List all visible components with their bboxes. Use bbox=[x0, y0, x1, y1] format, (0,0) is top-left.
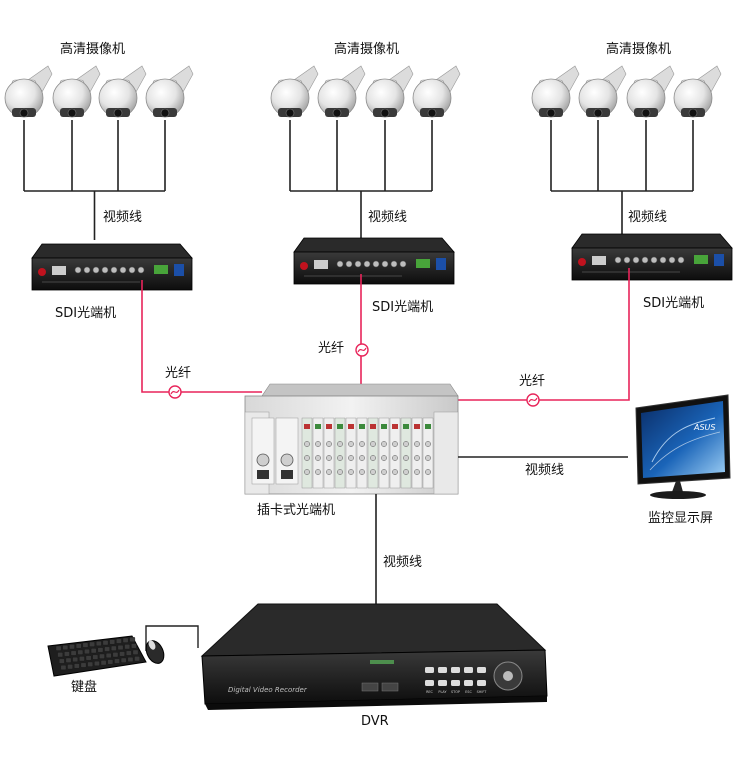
fiber-connector-icon bbox=[526, 393, 540, 407]
sdi-converter-icon bbox=[31, 243, 193, 291]
video-cable-label: 视频线 bbox=[103, 210, 143, 225]
dome-camera-icon bbox=[626, 65, 675, 118]
rack-card bbox=[400, 417, 412, 489]
rack-label: 插卡式光端机 bbox=[257, 503, 336, 518]
rack-card bbox=[312, 417, 324, 489]
dvr-button-label: PLAY bbox=[438, 690, 447, 694]
sdi-converter-icon bbox=[571, 233, 733, 281]
dome-camera-icon bbox=[317, 65, 366, 118]
video-cable-label: 视频线 bbox=[628, 210, 668, 225]
camera-group bbox=[4, 65, 194, 118]
monitor-label: 监控显示屏 bbox=[648, 511, 714, 526]
camera-groups bbox=[4, 65, 722, 118]
rack-card bbox=[367, 417, 379, 489]
rack-card bbox=[345, 417, 357, 489]
keyboard-cable bbox=[145, 625, 199, 651]
keyboard-label: 键盘 bbox=[71, 680, 98, 695]
sdi-converter-label: SDI光端机 bbox=[372, 300, 434, 315]
camera-group bbox=[270, 65, 461, 118]
monitor-display: ASUS bbox=[635, 394, 731, 499]
rack-card bbox=[301, 417, 313, 489]
rack-card bbox=[323, 417, 335, 489]
rack-card bbox=[356, 417, 368, 489]
monitor-brand-text: ASUS bbox=[693, 423, 715, 432]
dvr-label: DVR bbox=[361, 714, 389, 729]
keyboard-icon bbox=[47, 635, 147, 677]
dome-camera-icon bbox=[52, 65, 101, 118]
camera-group bbox=[531, 65, 722, 118]
rack-card bbox=[334, 417, 346, 489]
video-cable-label: 视频线 bbox=[368, 210, 408, 225]
dome-camera-icon bbox=[412, 65, 461, 118]
camera-group-label: 高清摄像机 bbox=[606, 42, 672, 57]
fiber-link-right bbox=[458, 268, 630, 401]
dome-camera-icon bbox=[531, 65, 580, 118]
dvr-button-label: REC bbox=[426, 690, 433, 694]
fiber-links bbox=[141, 268, 630, 401]
sdi-converter-label: SDI光端机 bbox=[643, 296, 705, 311]
dome-camera-icon bbox=[578, 65, 627, 118]
rack-card bbox=[389, 417, 401, 489]
camera-group-label: 高清摄像机 bbox=[334, 42, 400, 57]
camera-group-label: 高清摄像机 bbox=[60, 42, 126, 57]
dome-camera-icon bbox=[4, 65, 53, 118]
sdi-converter-label: SDI光端机 bbox=[55, 306, 117, 321]
fiber-label: 光纤 bbox=[318, 341, 345, 356]
dvr-button-label: ESC bbox=[465, 690, 472, 694]
dome-camera-icon bbox=[365, 65, 414, 118]
sdi-converters bbox=[31, 233, 733, 291]
rack-card bbox=[411, 417, 423, 489]
video-cables bbox=[23, 120, 694, 240]
rack-card bbox=[422, 417, 434, 489]
mouse-icon bbox=[145, 640, 165, 664]
dome-camera-icon bbox=[98, 65, 147, 118]
card-rack-converter bbox=[244, 383, 459, 495]
fiber-link-left bbox=[141, 280, 262, 393]
dvr-cable-label: 视频线 bbox=[383, 555, 423, 570]
dome-camera-icon bbox=[270, 65, 319, 118]
fiber-connector-icon bbox=[168, 385, 182, 399]
dome-camera-icon bbox=[145, 65, 194, 118]
dvr-button-label: STOP bbox=[451, 690, 460, 694]
fiber-label: 光纤 bbox=[519, 374, 546, 389]
fiber-connector-icon bbox=[355, 343, 369, 357]
sdi-converter-icon bbox=[293, 237, 455, 285]
monitor-cable-label: 视频线 bbox=[525, 463, 565, 478]
dvr-button-label: SHIFT bbox=[477, 690, 488, 694]
dvr-recorder: Digital Video Recorder REC PLAY STOP ESC SHI… bbox=[200, 603, 548, 710]
fiber-label: 光纤 bbox=[165, 366, 192, 381]
dvr-panel-text: Digital Video Recorder bbox=[228, 686, 308, 694]
dome-camera-icon bbox=[673, 65, 722, 118]
rack-card bbox=[378, 417, 390, 489]
